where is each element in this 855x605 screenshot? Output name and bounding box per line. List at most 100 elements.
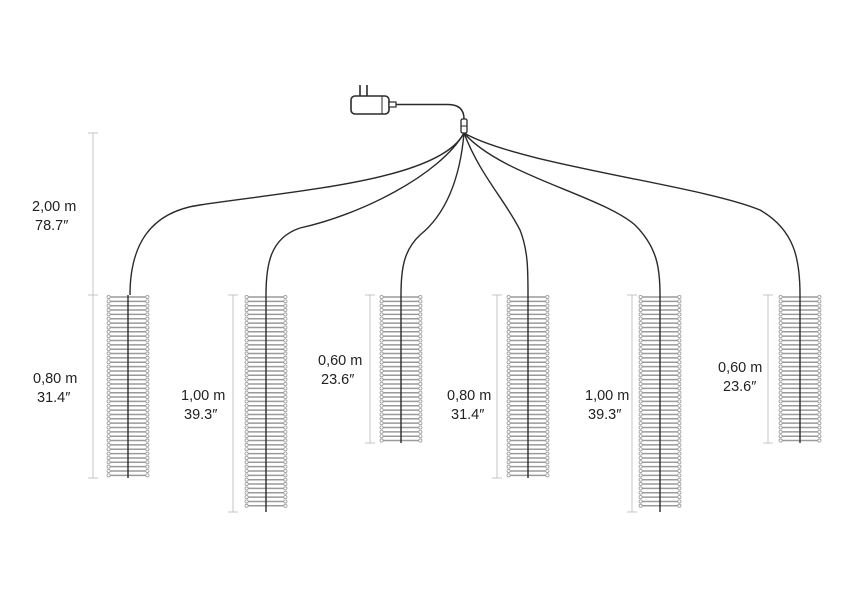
bulb-end — [677, 355, 682, 360]
bulb-end — [106, 316, 111, 321]
bulb-end — [506, 455, 511, 460]
bulb-end — [244, 351, 249, 356]
bulb-end — [545, 338, 550, 343]
bulb-end — [106, 403, 111, 408]
bulb-end — [418, 373, 423, 378]
bulb-end — [418, 421, 423, 426]
bulb-end — [545, 455, 550, 460]
bulb-end — [145, 408, 150, 413]
bulb-end — [506, 312, 511, 317]
bulb-end — [379, 329, 384, 334]
bulb-end — [778, 395, 783, 400]
bulb-end — [283, 303, 288, 308]
bulb-end — [145, 464, 150, 469]
bulb-end — [418, 329, 423, 334]
bulb-end — [418, 294, 423, 299]
bulb-end — [638, 312, 643, 317]
strand-metric-length: 1,00 m — [585, 388, 629, 404]
bulb-end — [106, 438, 111, 443]
bulb-end — [244, 429, 249, 434]
bulb-end — [379, 299, 384, 304]
bulb-end — [778, 329, 783, 334]
bulb-end — [638, 342, 643, 347]
branch-cable-3 — [400, 132, 465, 296]
bulb-end — [817, 338, 822, 343]
bulb-end — [545, 368, 550, 373]
bulb-end — [283, 434, 288, 439]
bulb-end — [145, 351, 150, 356]
bulb-end — [677, 460, 682, 465]
bulb-end — [418, 342, 423, 347]
bulb-end — [638, 464, 643, 469]
bulb-end — [638, 360, 643, 365]
bulb-end — [379, 425, 384, 430]
branch-cable-2 — [265, 132, 465, 296]
bulb-end — [506, 347, 511, 352]
bulb-end — [244, 381, 249, 386]
bulb-end — [106, 377, 111, 382]
bulb-end — [506, 429, 511, 434]
light-strand-1 — [106, 294, 150, 478]
bulb-end — [283, 368, 288, 373]
bulb-end — [106, 455, 111, 460]
bulb-end — [506, 434, 511, 439]
bulb-end — [778, 338, 783, 343]
bulb-end — [638, 425, 643, 430]
bulb-end — [106, 386, 111, 391]
bulb-end — [106, 334, 111, 339]
lead-metric-length: 2,00 m — [32, 199, 76, 215]
bulb-end — [638, 351, 643, 356]
bulb-end — [545, 360, 550, 365]
bulb-end — [677, 495, 682, 500]
bulb-end — [638, 468, 643, 473]
bulb-end — [677, 425, 682, 430]
bulb-end — [677, 395, 682, 400]
bulb-end — [283, 355, 288, 360]
bulb-end — [418, 347, 423, 352]
bulb-end — [418, 390, 423, 395]
bulb-end — [545, 399, 550, 404]
bulb-end — [244, 408, 249, 413]
bulb-end — [283, 486, 288, 491]
bulb-end — [244, 416, 249, 421]
bulb-end — [244, 503, 249, 508]
bulb-end — [106, 425, 111, 430]
bulb-end — [244, 390, 249, 395]
bulb-end — [817, 434, 822, 439]
bulb-end — [283, 342, 288, 347]
bulb-end — [244, 460, 249, 465]
bulb-end — [677, 442, 682, 447]
bulb-end — [545, 351, 550, 356]
bulb-end — [778, 351, 783, 356]
bulb-end — [283, 421, 288, 426]
bulb-end — [638, 429, 643, 434]
bulb-end — [283, 408, 288, 413]
bulb-end — [817, 395, 822, 400]
bulb-end — [418, 408, 423, 413]
bulb-end — [545, 294, 550, 299]
bulb-end — [638, 325, 643, 330]
bulb-end — [677, 303, 682, 308]
bulb-end — [106, 408, 111, 413]
bulb-end — [379, 438, 384, 443]
bulb-end — [145, 468, 150, 473]
bulb-end — [244, 482, 249, 487]
bulb-end — [106, 308, 111, 313]
bulb-end — [283, 416, 288, 421]
bulb-end — [244, 299, 249, 304]
bulb-end — [418, 399, 423, 404]
bulb-end — [379, 334, 384, 339]
bulb-end — [145, 395, 150, 400]
bulb-end — [379, 429, 384, 434]
light-strands — [106, 294, 822, 512]
bulb-end — [817, 299, 822, 304]
bulb-end — [506, 438, 511, 443]
bulb-end — [106, 416, 111, 421]
bulb-end — [244, 495, 249, 500]
bulb-end — [638, 390, 643, 395]
bulb-end — [817, 373, 822, 378]
bulb-end — [545, 416, 550, 421]
bulb-end — [545, 468, 550, 473]
bulb-end — [106, 355, 111, 360]
bulb-end — [145, 429, 150, 434]
